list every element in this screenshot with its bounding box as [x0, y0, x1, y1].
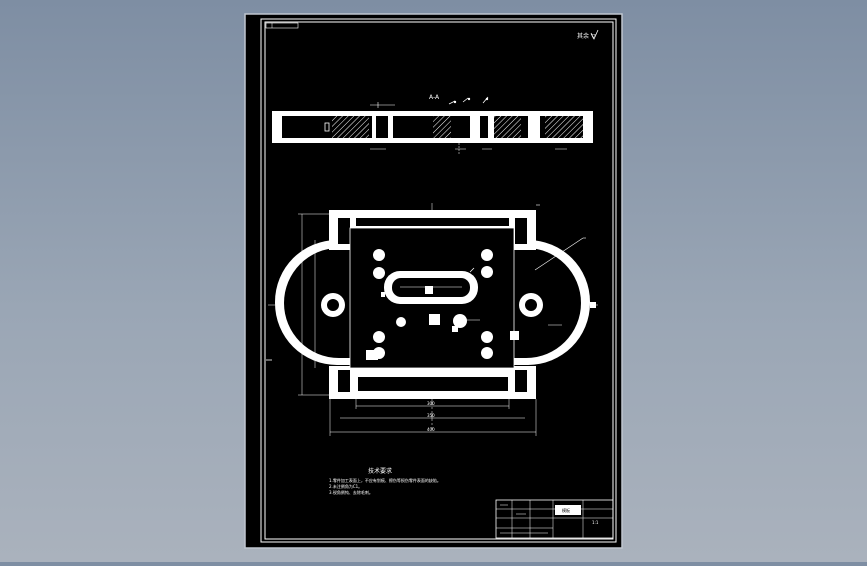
tech-req-line-2: 2.未注倒角为C1。	[329, 483, 362, 489]
dim-bottom-width: 400	[427, 427, 435, 432]
file-label-box	[265, 22, 299, 29]
corner-roughness-mark: 其余 ▽	[577, 32, 596, 40]
tech-req-title: 技术要求	[368, 467, 392, 475]
tech-req-line-1: 1.零件加工表面上，不应有划痕、擦伤等损伤零件表面的缺陷。	[329, 477, 441, 483]
hatch-region	[332, 116, 369, 138]
sheet-outer-border	[260, 18, 617, 543]
right-boss	[519, 293, 543, 317]
title-block-part-name: 模板	[562, 507, 570, 513]
title-block-drawing-no: 1:1	[592, 520, 599, 525]
title-block: 模板 1:1	[495, 499, 614, 539]
plan-view: 300 350 400	[266, 203, 600, 436]
dim-inner-width: 300	[427, 401, 435, 406]
roughness-symbol-icon	[590, 29, 599, 40]
dim-overall-width: 350	[427, 413, 435, 418]
leader-line	[534, 237, 584, 271]
technical-requirements: 技术要求 1.零件加工表面上，不应有划痕、擦伤等损伤零件表面的缺陷。 2.未注倒…	[329, 467, 441, 495]
tech-req-line-3: 3.锐角倒钝、去除毛刺。	[329, 489, 373, 495]
left-boss	[321, 293, 345, 317]
sheet-inner-border	[264, 21, 614, 540]
section-label: A-A	[429, 94, 440, 101]
section-view-a-a: A-A	[272, 94, 593, 154]
